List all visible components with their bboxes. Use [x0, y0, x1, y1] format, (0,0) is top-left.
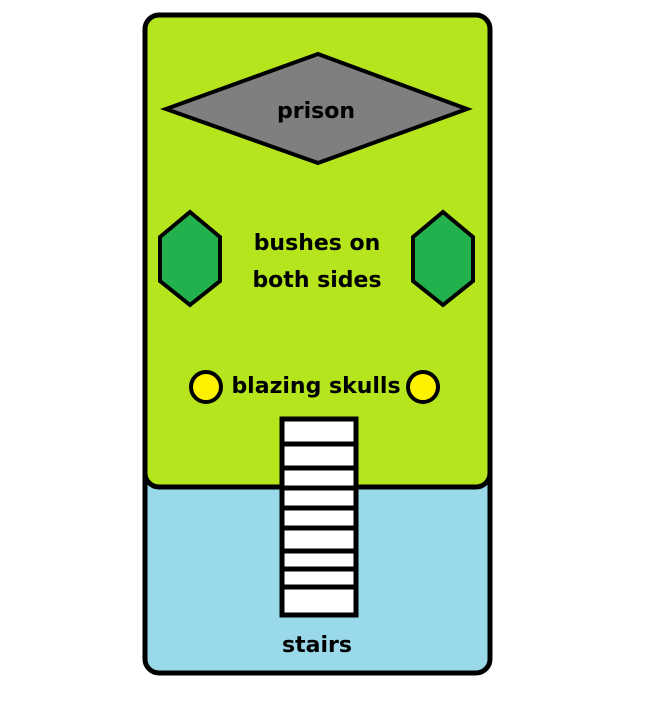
- bush-left-icon: [158, 209, 222, 308]
- stairs-label: stairs: [282, 633, 352, 658]
- skull-left-icon: [189, 370, 223, 404]
- stairs: [279, 416, 359, 618]
- prison-shape: [160, 51, 473, 166]
- prison-label: prison: [277, 99, 355, 124]
- bushes-label-line2: both sides: [252, 268, 381, 293]
- bush-right-icon: [411, 209, 475, 308]
- skulls-label: blazing skulls: [231, 374, 400, 399]
- bushes-label-line1: bushes on: [254, 231, 381, 256]
- skull-right-icon: [406, 370, 440, 404]
